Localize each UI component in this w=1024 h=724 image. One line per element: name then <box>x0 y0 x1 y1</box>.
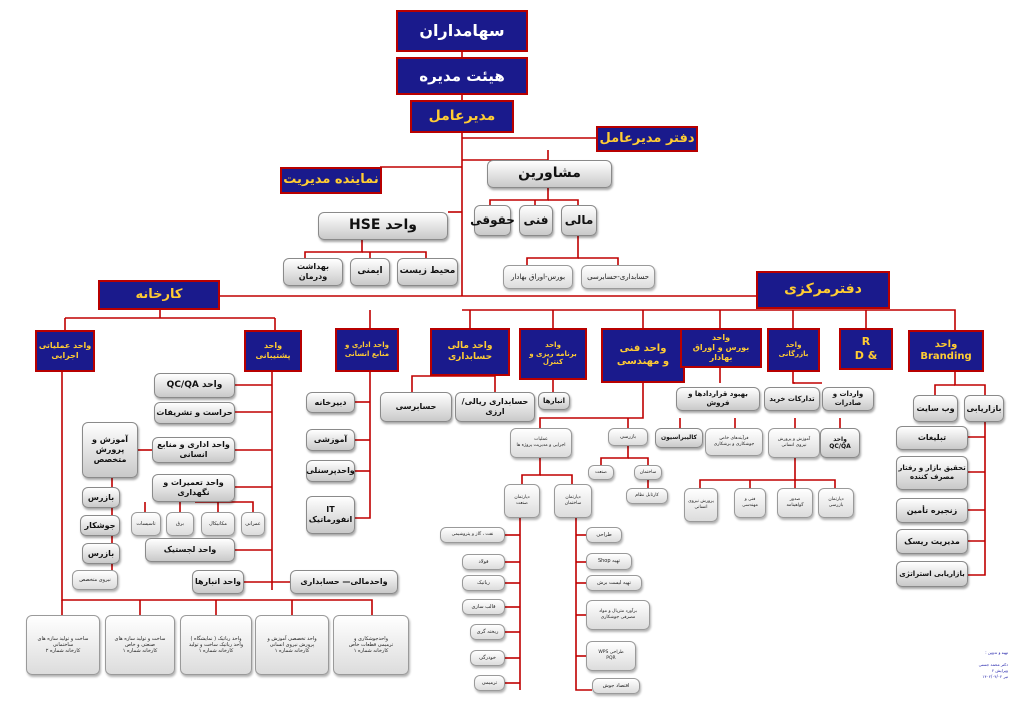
building-item-economy[interactable]: اقتصاد جوش <box>592 678 640 694</box>
central-office-box[interactable]: دفترمرکزی <box>756 271 890 309</box>
building-dept-box[interactable]: دپارتمان ساختمان <box>554 484 592 518</box>
planning-unit-box[interactable]: واحد برنامه ریزی و کنترل <box>519 328 587 380</box>
procurement-box[interactable]: تدارکات خرید <box>764 387 820 411</box>
branding-box[interactable]: واحد Branding <box>908 330 984 372</box>
maintenance-box[interactable]: واحد تعمیرات و نگهداری <box>152 474 235 502</box>
maint-electrical[interactable]: برق <box>166 512 194 536</box>
marketing-box[interactable]: بازاریابی <box>964 395 1004 422</box>
factory-admin-hr-box[interactable]: واحد اداری و منابع انسانی <box>152 437 235 463</box>
exchange-unit-box[interactable]: واحد بورس و اوراق بهادار <box>680 328 762 368</box>
industry-dept-box[interactable]: دپارتمان صنعت <box>504 484 540 518</box>
cert-issue-box[interactable]: صدور گواهینامه <box>777 488 813 518</box>
market-research-box[interactable]: تحقیق بازار و رفتار مصرف کننده <box>896 456 968 490</box>
personnel-box[interactable]: واحدپرسنلی <box>306 460 355 482</box>
advisor-legal[interactable]: حقوقی <box>470 205 515 236</box>
support-unit-box[interactable]: واحد پشتیبانی <box>244 330 302 372</box>
tech-eng-box[interactable]: فنی و مهندسی <box>734 488 766 518</box>
contracts-sales-box[interactable]: بهبود قراردادها و فروش <box>676 387 760 411</box>
warehouses-box[interactable]: واحد انبارها <box>192 570 244 594</box>
advisor-financial[interactable]: مالی <box>561 205 597 236</box>
eng-qcqa-box[interactable]: واحد QC/QA <box>820 428 860 458</box>
risk-management-box[interactable]: مدیریت ریسک <box>896 529 968 554</box>
admin-training-box[interactable]: آموزشی <box>306 429 355 451</box>
insp-dept-box[interactable]: دپارتمان بازرسی <box>818 488 854 518</box>
logistics-box[interactable]: واحد لجستیک <box>145 538 235 562</box>
cardbal-box[interactable]: کارتابل نظام <box>626 488 668 504</box>
accounting-audit-box[interactable]: حسابداری-حسابرسی <box>581 265 655 289</box>
finance-unit-box[interactable]: واحد مالی حسابداری <box>430 328 510 376</box>
building-item-estimate[interactable]: برآورد متریال و مواد مصرفی جوشکاری <box>586 600 650 630</box>
shareholders-box[interactable]: سهامداران <box>396 10 528 52</box>
operations-unit-box[interactable]: واحد عملیاتی اجرایی <box>35 330 95 372</box>
plant-welding-box[interactable]: واحدجوشکاری و ترمیمی قطعات خاص کارخانه ش… <box>333 615 409 675</box>
industry-item-casting[interactable]: ریخته گری <box>470 624 505 640</box>
trainee-welder[interactable]: جوشکار <box>80 515 120 536</box>
industry-item-repair[interactable]: ترمیمی <box>474 675 505 691</box>
trainee-inspector-2[interactable]: بازرس <box>82 543 120 564</box>
eng-training-hr-box[interactable]: آموزش و پرورش نیروی انسانی <box>768 428 820 458</box>
planning-warehouses-box[interactable]: انبارها <box>538 392 570 410</box>
commercial-unit-box[interactable]: واحد بازرگانی <box>767 328 820 372</box>
welding-procedures-box[interactable]: فرآیندهای خاص جوشکاری و برشکاری <box>705 428 763 456</box>
website-box[interactable]: وب سایت <box>913 395 958 422</box>
factory-finance-box[interactable]: واحدمالی— حسابداری <box>290 570 398 594</box>
specialist-force-box[interactable]: نیروی متخصص <box>72 570 118 590</box>
advisors-box[interactable]: مشاورین <box>487 160 612 188</box>
admin-unit-box[interactable]: واحد اداری و منابع انسانی <box>335 328 399 372</box>
training-specialist-box[interactable]: آموزش و پرورش متخصص <box>82 422 138 478</box>
hse-environment[interactable]: محیط زیست <box>397 258 458 286</box>
ceo-office-box[interactable]: دفتر مدیرعامل <box>596 126 698 152</box>
audit-box[interactable]: حسابرسی <box>380 392 452 422</box>
import-export-box[interactable]: واردات و صادرات <box>822 387 874 411</box>
building-item-wps[interactable]: طراحی WPS PQR <box>586 641 636 671</box>
insp-industry-box[interactable]: صنعت <box>588 465 614 480</box>
insp-building-box[interactable]: ساختمان <box>634 465 662 480</box>
hse-box[interactable]: واحد HSE <box>318 212 448 240</box>
it-box[interactable]: IT انفورماتیک <box>306 496 355 534</box>
ops-projects-box[interactable]: عملیات اجرایی و مدیریت پروژه ها <box>510 428 572 458</box>
industry-item-moldmaking[interactable]: قالب سازی <box>462 599 505 615</box>
advisor-technical[interactable]: فنی <box>519 205 553 236</box>
plant-industrial-box[interactable]: ساخت و تولید سازه های صنعتی و خاص کارخان… <box>105 615 175 675</box>
strategic-marketing-box[interactable]: بازاریابی استراتژی <box>896 561 968 587</box>
ceo-box[interactable]: مدیرعامل <box>410 100 514 133</box>
rd-box[interactable]: R & D <box>839 328 893 370</box>
industry-item-oil-gas[interactable]: نفت ، گاز و پتروشیمی <box>440 527 505 543</box>
factory-box[interactable]: کارخانه <box>98 280 220 310</box>
supply-chain-box[interactable]: زنجیره تأمین <box>896 498 968 523</box>
management-rep-box[interactable]: نماینده مدیریت <box>280 167 382 194</box>
rial-accounting-box[interactable]: حسابداری ریالی/ارزی <box>455 392 535 422</box>
inspection-box[interactable]: بازرسی <box>608 428 648 446</box>
secretariat-box[interactable]: دبیرخانه <box>306 392 355 413</box>
plant-building-box[interactable]: ساخت و تولید سازه های ساختمانی کارخانه ش… <box>26 615 100 675</box>
author-note: تهیه و تدوین : دکتر محمد جسنی ویرایش ۲ ت… <box>978 650 1008 679</box>
industry-item-robotics[interactable]: رباتیک <box>462 575 505 591</box>
stock-exchange-box[interactable]: بورس-اوراق بهادار <box>503 265 573 289</box>
ads-box[interactable]: تبلیغات <box>896 426 968 450</box>
security-box[interactable]: حراست و تشریفات <box>154 402 235 424</box>
trainee-inspector-1[interactable]: بازرس <box>82 487 120 508</box>
maint-facilities[interactable]: تاسیسات <box>131 512 161 536</box>
board-box[interactable]: هیئت مدیره <box>396 57 528 95</box>
industry-item-steel[interactable]: فولاد <box>462 554 505 570</box>
industry-item-automotive[interactable]: خودرگی <box>470 650 505 666</box>
maint-civil[interactable]: عمرانی <box>241 512 265 536</box>
maint-mechanical[interactable]: مکانیکال <box>201 512 235 536</box>
hse-hygiene[interactable]: بهداشت ودرمان <box>283 258 343 286</box>
engineering-unit-box[interactable]: واحد فنی و مهندسی <box>601 328 685 383</box>
building-item-design[interactable]: طراحی <box>586 527 622 543</box>
hr-trainees-box[interactable]: پرورش نیروی انسانی <box>684 488 718 522</box>
qcqa-box[interactable]: واحد QC/QA <box>154 373 235 398</box>
hse-safety[interactable]: ایمنی <box>350 258 390 286</box>
plant-robotics-box[interactable]: واحد رباتیک ( نمایشگاه ) واحد رباتیک ساخ… <box>180 615 252 675</box>
building-item-shop[interactable]: تهیه Shop <box>586 553 632 570</box>
calibration-box[interactable]: کالیبراسیون <box>655 428 703 448</box>
plant-training-box[interactable]: واحد تخصصی آموزش و پرورش نیروی انسانی کا… <box>255 615 329 675</box>
building-item-cutlist[interactable]: تهیه لیست برش <box>586 575 642 591</box>
